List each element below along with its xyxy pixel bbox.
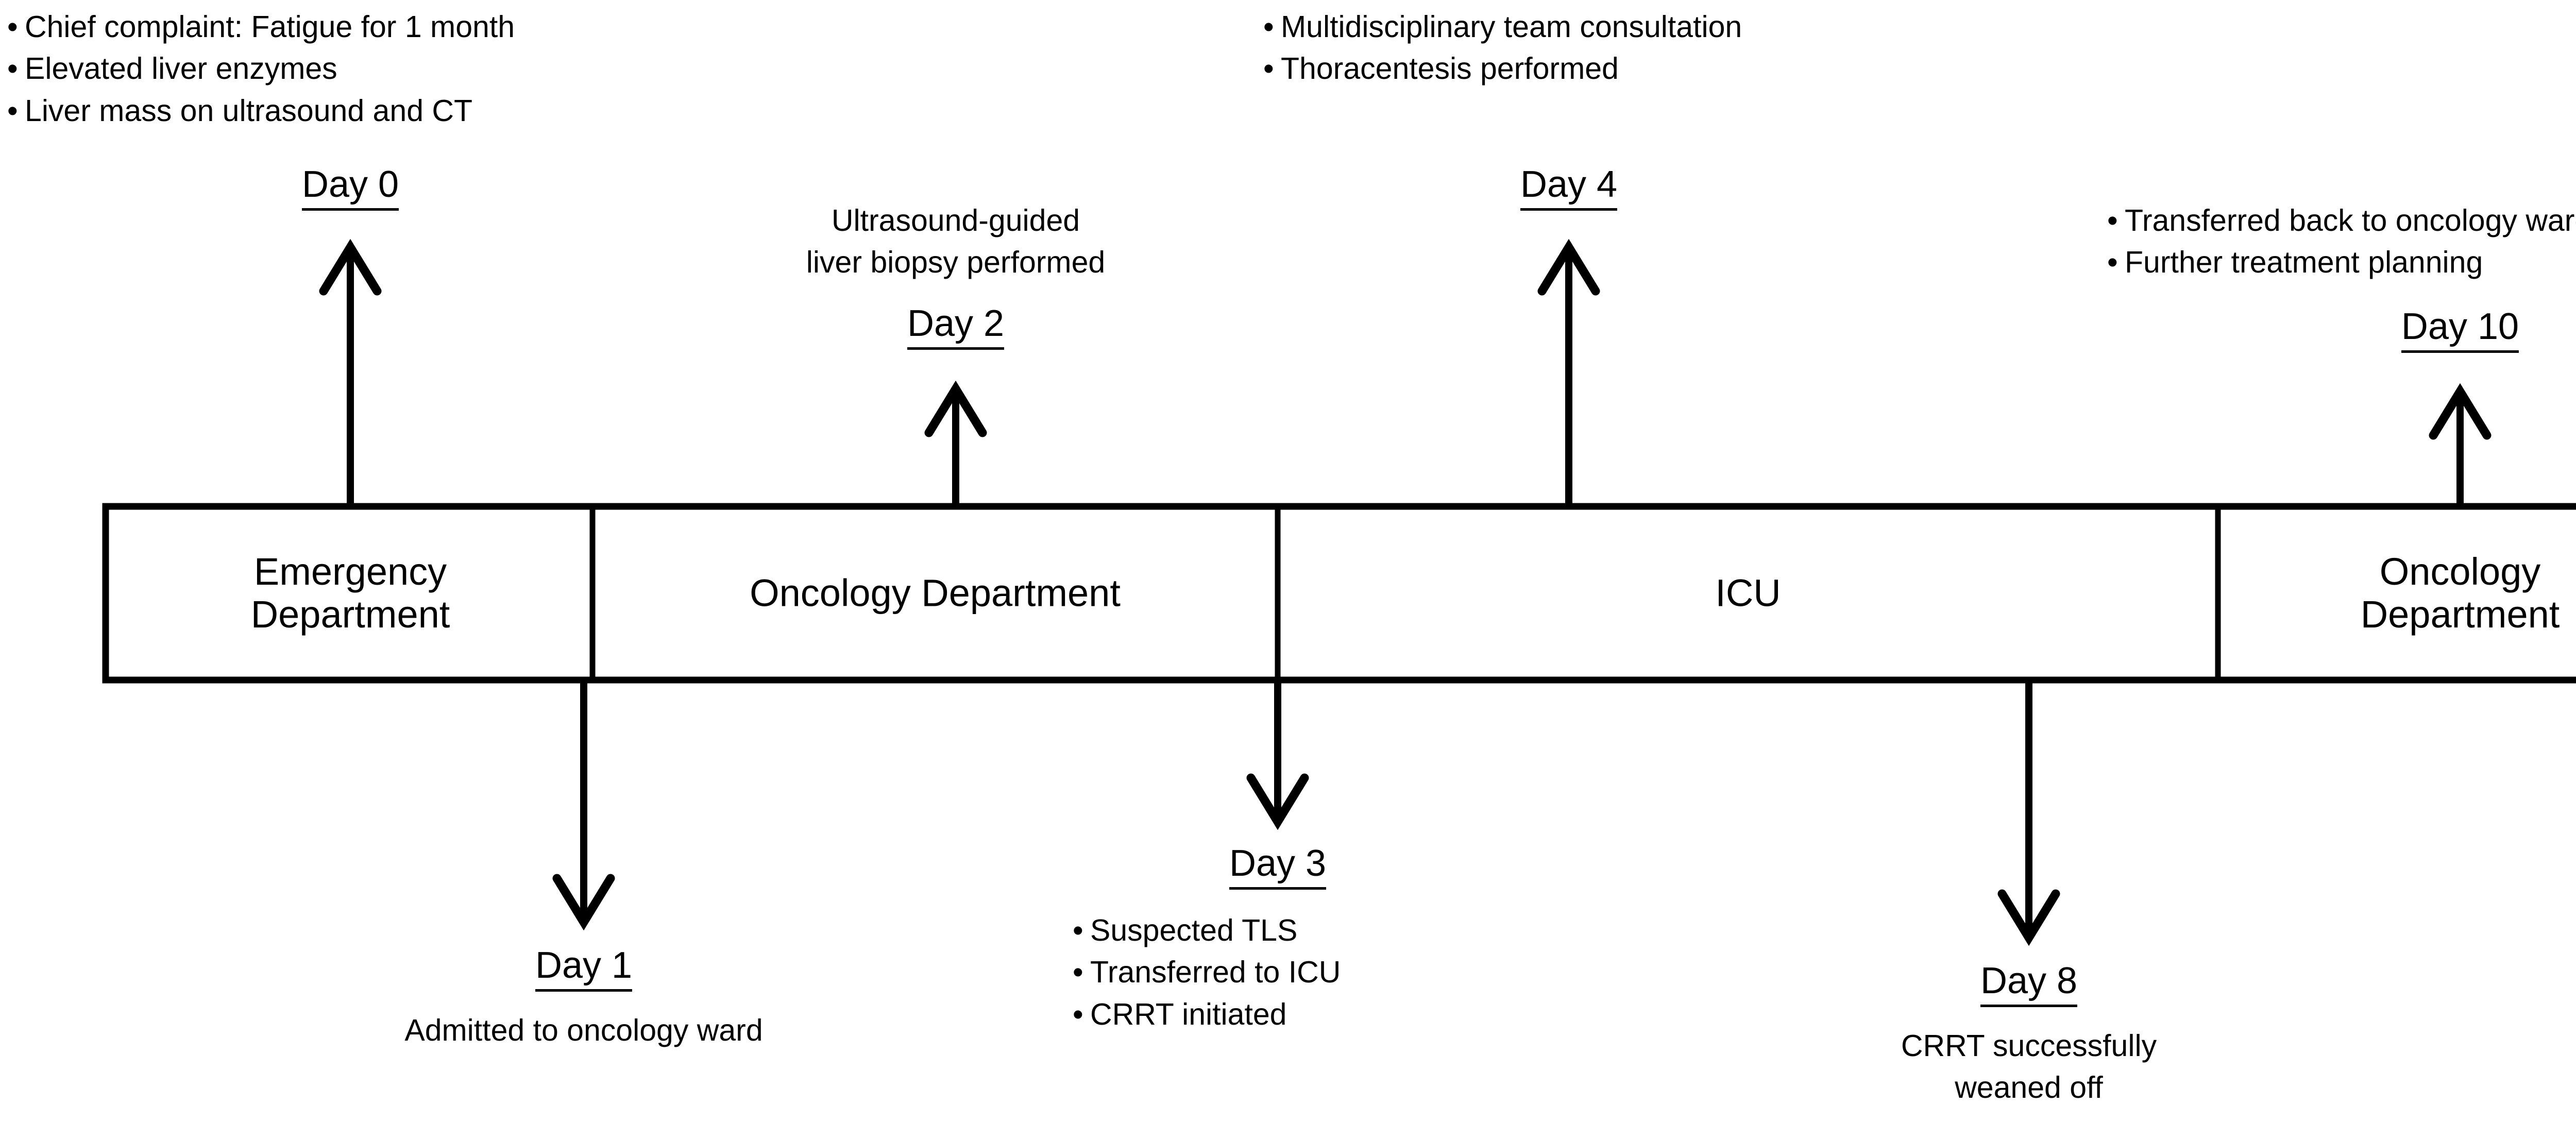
event-day3-bullet-1: •Transferred to ICU: [1073, 951, 1341, 993]
event-day1-details: Admitted to oncology ward: [404, 1010, 762, 1051]
segment-label-line1: Emergency: [253, 550, 447, 593]
event-day10-bullet-1: •Further treatment planning: [2107, 242, 2576, 283]
leader-arrow-day1: [552, 680, 615, 931]
event-day3-details: •Suspected TLS •Transferred to ICU •CRRT…: [1073, 910, 1341, 1035]
leader-arrow-day0: [319, 239, 382, 506]
band-segment-oncology-department-1: Oncology Department: [626, 572, 1244, 615]
event-day0-bullet-0: •Chief complaint: Fatigue for 1 month: [7, 6, 515, 48]
leader-arrow-day8: [1997, 680, 2060, 946]
event-day10-details: •Transferred back to oncology ward •Furt…: [2107, 200, 2576, 284]
event-day4-bullet-1: •Thoracentesis performed: [1263, 48, 1742, 90]
segment-label-line1: Oncology: [2379, 550, 2541, 593]
bullet-icon: •: [7, 93, 18, 128]
event-day10-bullet-0: •Transferred back to oncology ward: [2107, 200, 2576, 242]
bullet-icon: •: [1073, 955, 1083, 990]
bullet-icon: •: [1073, 913, 1083, 947]
bullet-icon: •: [7, 52, 18, 86]
event-day0-details: •Chief complaint: Fatigue for 1 month •E…: [7, 6, 515, 132]
event-day3-heading: Day 3: [1229, 843, 1327, 890]
event-day0-heading: Day 0: [301, 164, 399, 211]
event-day4-heading: Day 4: [1520, 164, 1618, 211]
event-day2-line-1: liver biopsy performed: [806, 245, 1106, 280]
event-day10-heading: Day 10: [2401, 306, 2519, 353]
bullet-icon: •: [2107, 203, 2118, 237]
leader-arrow-day10: [2429, 383, 2492, 506]
bullet-icon: •: [1073, 997, 1083, 1031]
event-day8-line-1: weaned off: [1955, 1070, 2103, 1105]
leader-arrow-day4: [1537, 239, 1600, 506]
bullet-icon: •: [1263, 52, 1274, 86]
leader-arrow-day3: [1246, 680, 1309, 830]
band-segment-icu: ICU: [1516, 572, 1980, 615]
event-day1-line-0: Admitted to oncology ward: [404, 1013, 763, 1047]
leader-arrow-day2: [924, 380, 987, 506]
segment-label-line1: Oncology Department: [750, 571, 1121, 615]
band-segment-oncology-department-2: Oncology Department: [2228, 550, 2576, 636]
segment-label-line2: Department: [2360, 593, 2560, 636]
timeline-band: [102, 503, 2576, 684]
event-day3-bullet-2: •CRRT initiated: [1073, 994, 1341, 1035]
event-day2-heading: Day 2: [907, 303, 1005, 350]
event-day0-bullet-1: •Elevated liver enzymes: [7, 48, 515, 90]
event-day4-bullet-0: •Multidisciplinary team consultation: [1263, 6, 1742, 48]
event-day1-heading: Day 1: [535, 945, 633, 992]
band-segment-emergency-department: Emergency Department: [118, 550, 582, 636]
bullet-icon: •: [1263, 10, 1274, 44]
event-day8-heading: Day 8: [1980, 960, 2078, 1007]
event-day2-details: Ultrasound-guided liver biopsy performed: [806, 200, 1105, 284]
event-day4-details: •Multidisciplinary team consultation •Th…: [1263, 6, 1742, 90]
event-day8-details: CRRT successfully weaned off: [1901, 1025, 2157, 1109]
bullet-icon: •: [2107, 245, 2118, 280]
event-day0-bullet-2: •Liver mass on ultrasound and CT: [7, 90, 515, 132]
event-day3-bullet-0: •Suspected TLS: [1073, 910, 1341, 951]
segment-label-line2: Department: [250, 593, 450, 636]
event-day8-line-0: CRRT successfully: [1901, 1029, 2157, 1063]
segment-label-line1: ICU: [1715, 571, 1781, 615]
bullet-icon: •: [7, 10, 18, 44]
event-day2-line-0: Ultrasound-guided: [831, 203, 1080, 237]
